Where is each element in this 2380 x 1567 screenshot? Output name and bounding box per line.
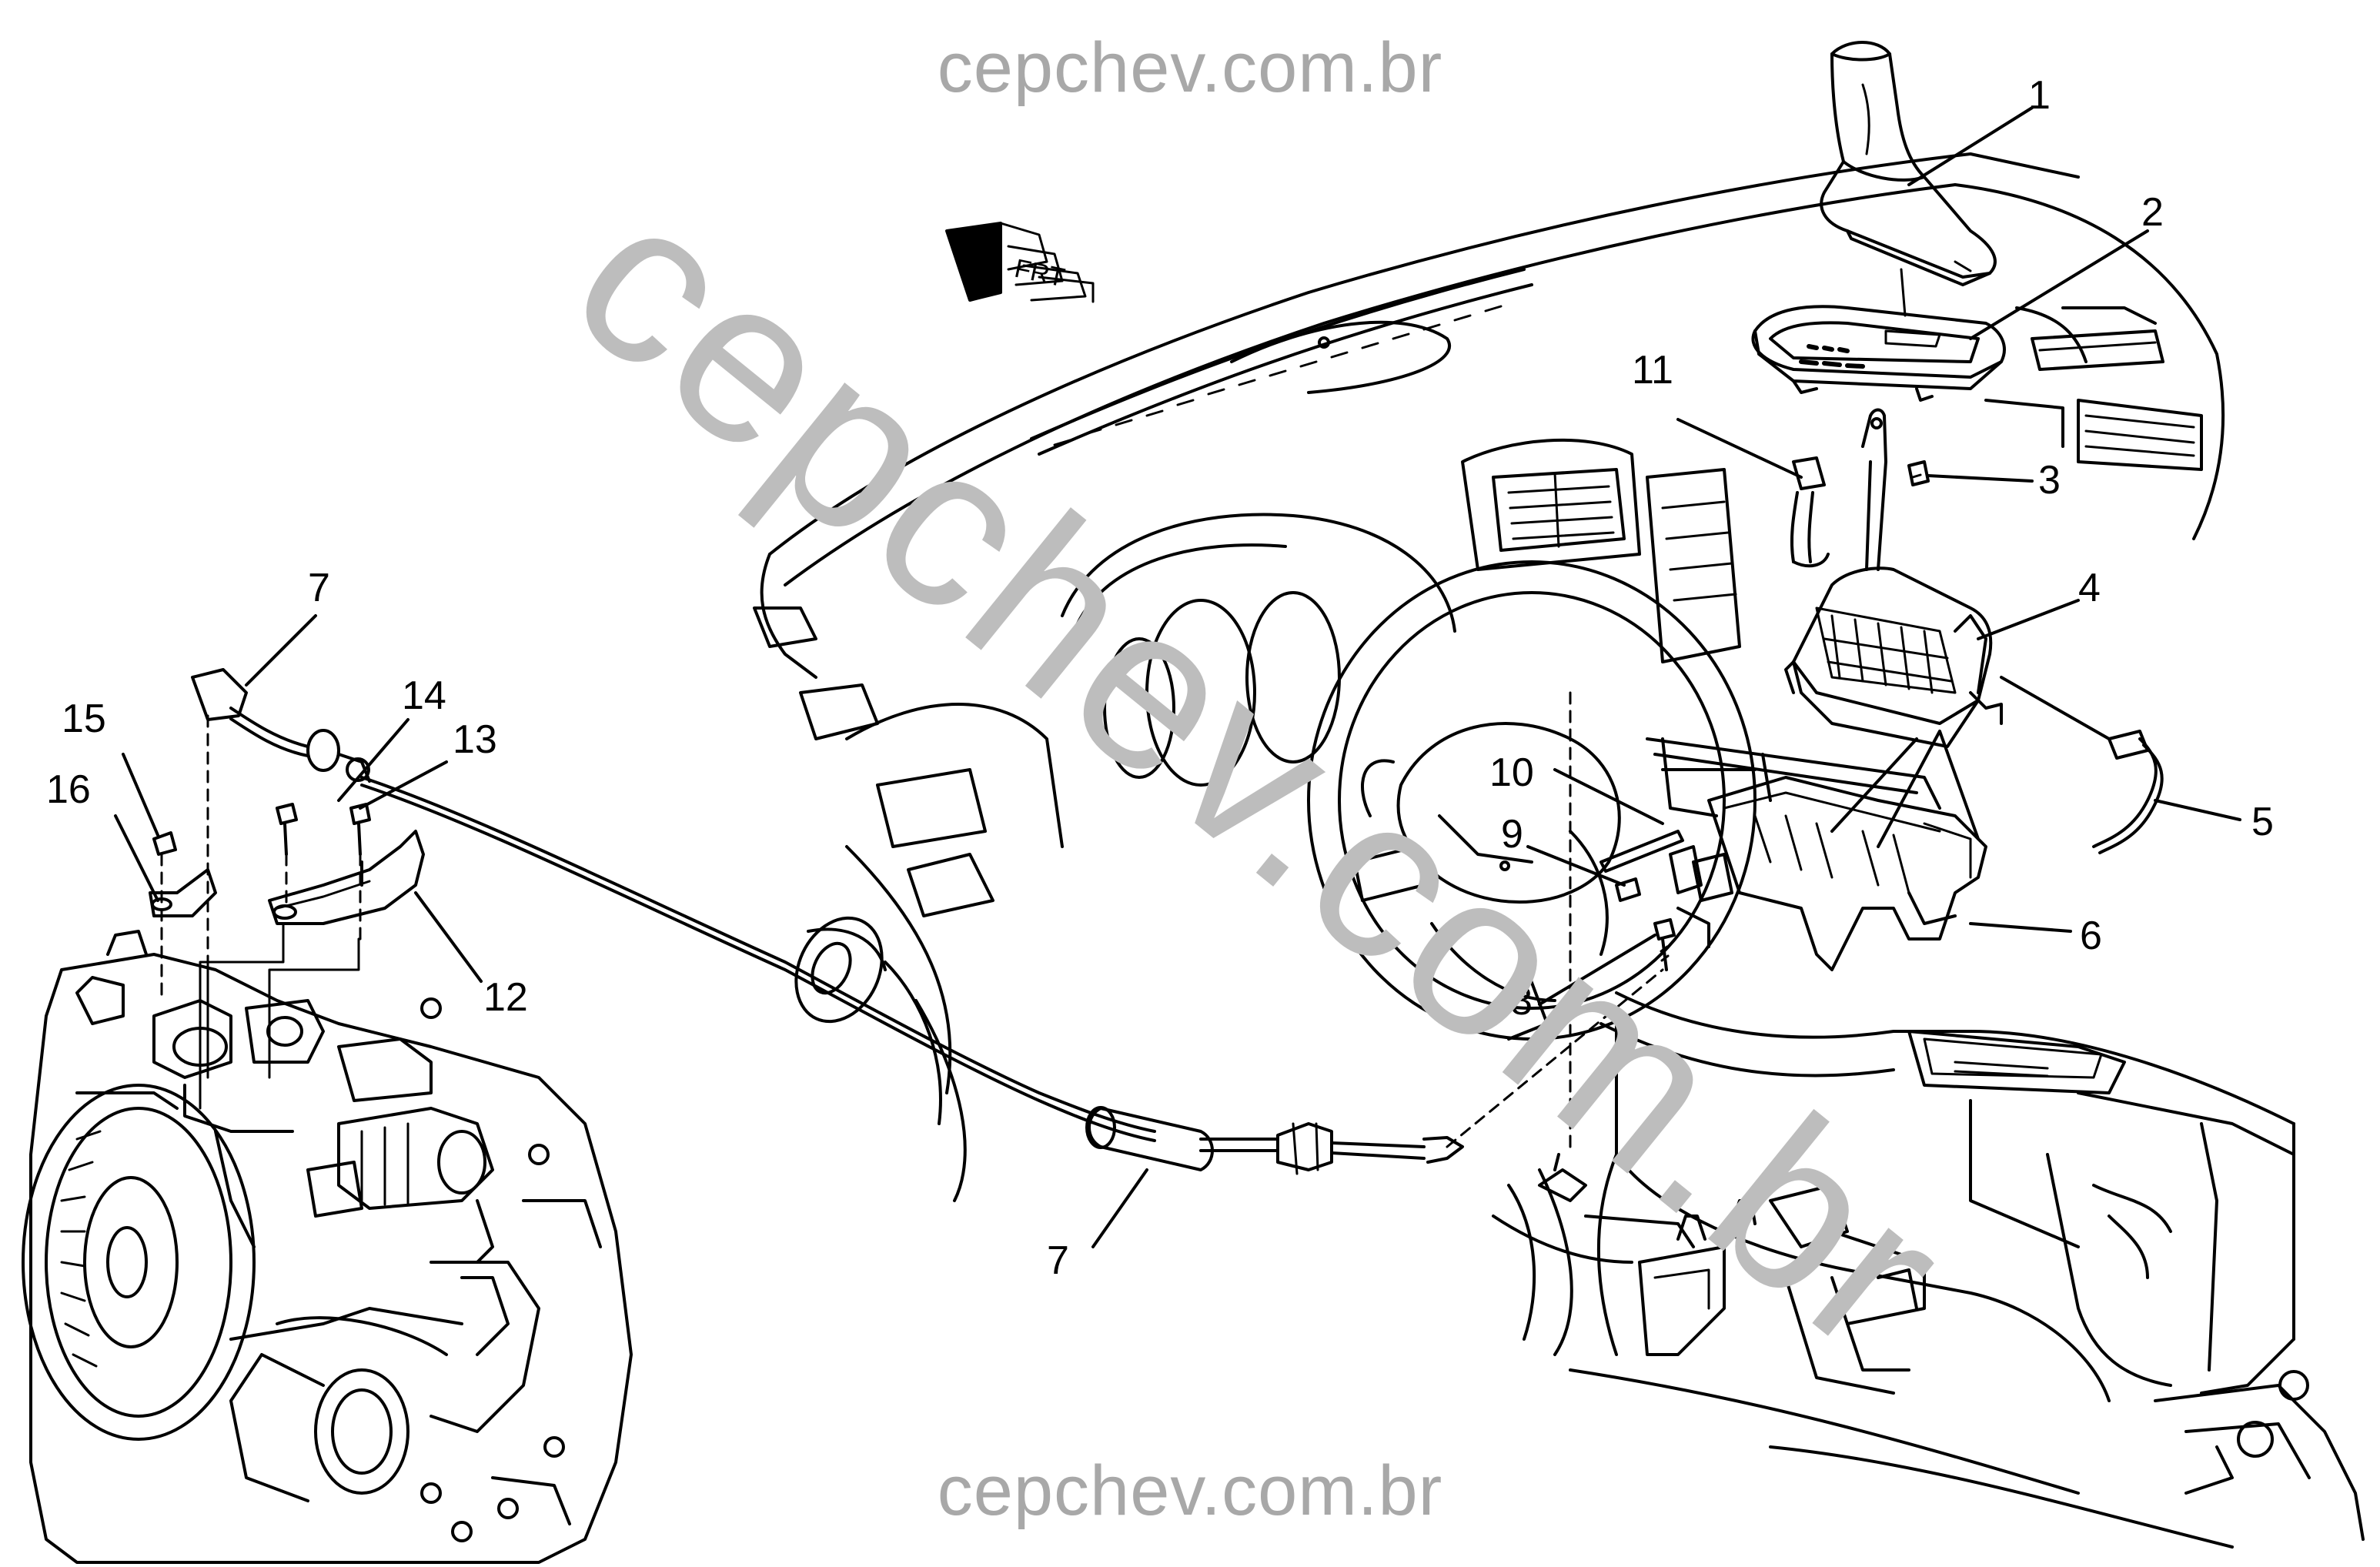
shifter-base-bracket (1646, 737, 1987, 971)
callout-11: 11 (1632, 348, 1673, 393)
shift-bezel (1751, 305, 2006, 402)
watermark-bottom: cepchev.com.br (937, 1452, 1443, 1530)
front-arrow-icon (945, 222, 1095, 303)
callout-5: 5 (2251, 800, 2274, 844)
callout-7-upper: 7 (308, 566, 330, 610)
callout-1: 1 (2028, 73, 2051, 118)
callout-14: 14 (402, 673, 446, 718)
center-console (1507, 991, 2365, 1549)
callout-7-lower: 7 (1047, 1238, 1069, 1283)
callout-13: 13 (453, 717, 497, 762)
callout-6: 6 (2080, 914, 2102, 958)
callout-leader-lines (114, 106, 2241, 1248)
callout-12: 12 (483, 975, 528, 1020)
wiring-harness (1790, 456, 2164, 854)
steering-wheel (1307, 560, 1757, 1041)
callout-15: 15 (62, 697, 106, 741)
callout-8: 8 (1510, 979, 1533, 1024)
shift-cable (191, 668, 1664, 1175)
watermark-top: cepchev.com.br (937, 28, 1443, 107)
callout-2: 2 (2141, 190, 2164, 235)
solid-leader-lines (199, 922, 360, 1110)
callout-16: 16 (46, 767, 91, 812)
transmission-assembly (22, 930, 633, 1564)
fasteners (1599, 460, 1930, 971)
callout-10: 10 (1489, 750, 1534, 795)
floor-brackets (1492, 1153, 1926, 1372)
callout-9: 9 (1501, 812, 1523, 857)
dashed-leader-lines (160, 691, 1572, 1156)
callout-4: 4 (2078, 566, 2101, 610)
shift-knob (1820, 41, 1997, 317)
callout-3: 3 (2038, 458, 2061, 503)
shift-control-assembly (1784, 408, 2003, 748)
